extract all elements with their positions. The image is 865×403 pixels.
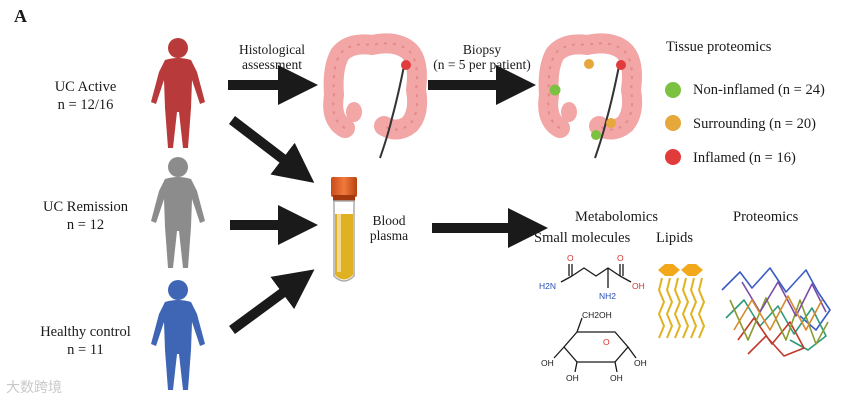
- metabolomics-label: Metabolomics: [575, 209, 658, 225]
- chem-o-1: O: [567, 253, 574, 263]
- colon-biopsy: [538, 33, 643, 159]
- chem-o-2: O: [617, 253, 624, 263]
- healthy-control-figure: [151, 280, 205, 390]
- small-molecules-label: Small molecules: [534, 230, 631, 246]
- legend-dot-surrounding: [665, 115, 681, 131]
- lipids-illustration: [657, 264, 706, 339]
- chem-oh-acid: OH: [632, 281, 645, 291]
- glucose-structure: [553, 317, 637, 373]
- tissue-proteomics-title: Tissue proteomics: [666, 39, 772, 55]
- chem-oh-2: OH: [566, 373, 579, 383]
- chem-oh-4: OH: [634, 358, 647, 368]
- panel-letter: A: [14, 6, 27, 26]
- lipids-label: Lipids: [656, 230, 694, 246]
- legend-dot-inflamed: [665, 149, 681, 165]
- chem-nh2: NH2: [599, 291, 616, 301]
- chem-oh-1: OH: [541, 358, 554, 368]
- legend-inflamed: Inflamed (n = 16): [693, 150, 796, 166]
- glutamine-structure: [560, 264, 632, 288]
- colon-histology: [323, 33, 428, 159]
- chem-oh-3: OH: [610, 373, 623, 383]
- chem-o-ring: O: [603, 337, 610, 347]
- blood-tube: [331, 177, 357, 282]
- chem-ch2oh: CH2OH: [582, 310, 612, 320]
- legend-dot-non-inflamed: [665, 82, 681, 98]
- chem-h2n: H2N: [539, 281, 556, 291]
- proteomics-label: Proteomics: [733, 209, 799, 225]
- legend-non-inflamed: Non-inflamed (n = 24): [693, 82, 825, 98]
- arrow-healthy-to-blood: [229, 269, 315, 335]
- protein-structure: [721, 267, 831, 357]
- uc-remission-figure: [151, 157, 205, 268]
- watermark: 大数跨境: [6, 379, 62, 395]
- arrow-active-to-blood: [228, 116, 315, 183]
- legend-surrounding: Surrounding (n = 20): [693, 116, 816, 132]
- uc-active-figure: [151, 38, 205, 148]
